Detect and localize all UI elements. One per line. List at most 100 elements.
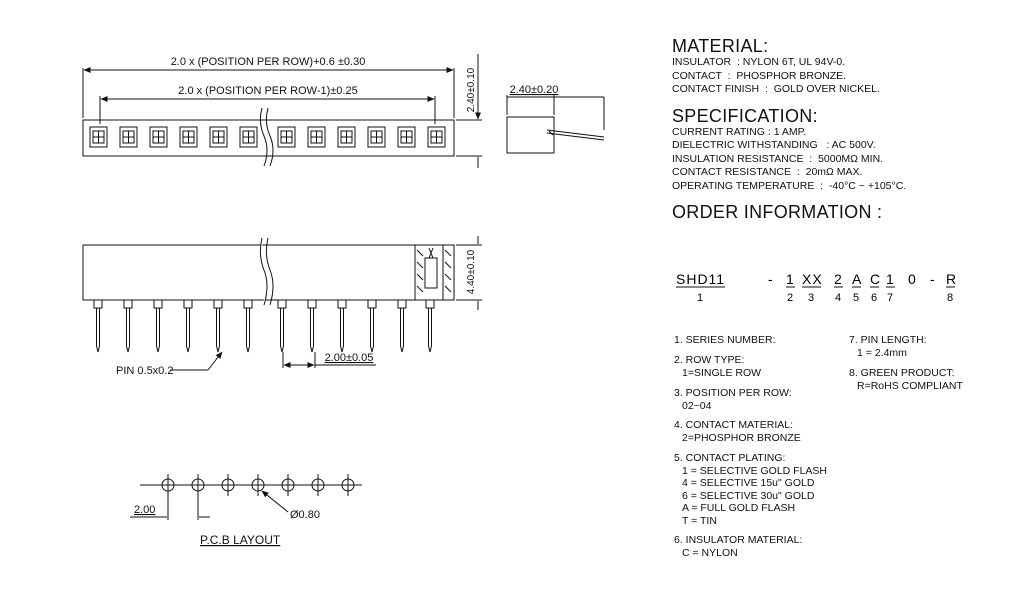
order-code-number: 5: [853, 292, 860, 304]
pin: [425, 299, 435, 353]
contact-cell: [367, 126, 386, 148]
order-item: 4. CONTACT MATERIAL:2=PHOSPHOR BRONZE: [674, 419, 854, 445]
dim-side-width: 2.40±0.20: [510, 84, 559, 96]
dim-pin-size: PIN 0.5x0.2: [116, 365, 173, 377]
order-item: 5. CONTACT PLATING:1 = SELECTIVE GOLD FL…: [674, 452, 854, 528]
order-code-segment: -: [930, 271, 936, 287]
material-title: MATERIAL:: [672, 36, 769, 56]
order-item-option: 6 = SELECTIVE 30u" GOLD: [682, 489, 815, 502]
order-item-title: 6. INSULATOR MATERIAL:: [674, 534, 803, 546]
order-item-title: 1. SERIES NUMBER:: [674, 334, 776, 346]
order-item: 2. ROW TYPE:1=SINGLE ROW: [674, 354, 854, 380]
order-code-segment: -: [768, 271, 774, 287]
contact-cell: [149, 126, 168, 148]
spec-line: INSULATOR : NYLON 6T, UL 94V-0.: [672, 56, 846, 68]
order-code-number: 3: [808, 292, 815, 304]
order-code-number: 7: [887, 292, 894, 304]
pin: [277, 299, 287, 353]
order-code-number: 4: [835, 292, 842, 304]
order-item-option: 1 = SELECTIVE GOLD FLASH: [682, 464, 828, 477]
contact-cell: [427, 126, 446, 148]
order-code-segment: C: [870, 271, 881, 287]
spec-line: CONTACT FINISH : GOLD OVER NICKEL.: [672, 83, 880, 95]
spec-line: CONTACT : PHOSPHOR BRONZE.: [672, 69, 847, 82]
dim-front-height: 4.40±0.10: [466, 249, 477, 294]
specification-section: SPECIFICATION: CURRENT RATING : 1 AMP.DI…: [672, 106, 1012, 194]
order-item: 3. POSITION PER ROW:02~04: [674, 387, 854, 413]
dim-top-height: 2.40±0.10: [466, 67, 477, 112]
order-code-segment: XX: [802, 271, 823, 287]
contact-cell: [119, 126, 138, 148]
top-view-contacts: [89, 126, 446, 148]
contact-cell: [239, 126, 258, 148]
spec-line: CONTACT RESISTANCE : 20mΩ MAX.: [672, 166, 863, 178]
order-items-left: 1. SERIES NUMBER: 2. ROW TYPE:1=SINGLE RO…: [674, 334, 854, 567]
pin: [93, 299, 103, 353]
order-item-option: 2=PHOSPHOR BRONZE: [682, 432, 801, 444]
order-item-title: 3. POSITION PER ROW:: [674, 386, 792, 399]
pin: [213, 299, 223, 353]
order-item: 6. INSULATOR MATERIAL:C = NYLON: [674, 534, 854, 560]
pin: [337, 299, 347, 353]
pin: [307, 299, 317, 353]
pin: [123, 299, 133, 353]
order-code-segment: 2: [834, 271, 843, 287]
order-code-segment: R: [946, 271, 957, 287]
order-item-option: 4 = SELECTIVE 15u" GOLD: [682, 477, 815, 489]
front-view-body: [82, 244, 455, 301]
contact-cell: [179, 126, 198, 148]
pin: [183, 299, 193, 353]
order-code-segment: A: [852, 271, 862, 287]
top-view: [82, 54, 482, 168]
material-section: MATERIAL: INSULATOR : NYLON 6T, UL 94V-0…: [672, 36, 1012, 97]
order-code-segment: SHD11: [676, 271, 725, 287]
order-code-number: 2: [787, 292, 794, 304]
order-title: ORDER INFORMATION :: [672, 202, 883, 222]
order-item: 7. PIN LENGTH:1 = 2.4mm: [849, 334, 1016, 360]
order-item-option: R=RoHS COMPLIANT: [857, 379, 963, 392]
specification-title: SPECIFICATION:: [672, 105, 818, 126]
order-item-title: 2. ROW TYPE:: [674, 354, 745, 366]
spec-line: CURRENT RATING : 1 AMP.: [672, 125, 807, 138]
order-item-title: 7. PIN LENGTH:: [849, 334, 927, 346]
material-lines: INSULATOR : NYLON 6T, UL 94V-0.CONTACT :…: [672, 56, 1012, 97]
front-view: [82, 236, 482, 371]
spec-line: INSULATION RESISTANCE : 5000MΩ MIN.: [672, 152, 884, 165]
order-item-option: C = NYLON: [682, 547, 738, 559]
contact-cell: [209, 126, 228, 148]
order-item-title: 4. CONTACT MATERIAL:: [674, 419, 794, 431]
side-view: [506, 95, 605, 154]
order-code-segment: 1: [886, 271, 895, 287]
dim-pcb-pitch: 2.00: [134, 504, 155, 516]
dim-inner-length: 2.0 x (POSITION PER ROW-1)±0.25: [178, 85, 357, 97]
spec-panel: MATERIAL: INSULATOR : NYLON 6T, UL 94V-0…: [672, 36, 1012, 222]
order-code-number: 8: [947, 292, 954, 304]
order-item-option: 1 = 2.4mm: [857, 347, 907, 359]
order-item-option: A = FULL GOLD FLASH: [682, 502, 796, 514]
front-view-pins: [93, 299, 435, 353]
spec-line: OPERATING TEMPERATURE : -40°C ~ +105°C.: [672, 179, 907, 192]
spec-line: DIELECTRIC WITHSTANDING : AC 500V.: [672, 139, 876, 151]
pin: [367, 299, 377, 353]
contact-cell: [89, 126, 108, 148]
dim-pin-pitch: 2.00±0.05: [325, 352, 374, 364]
contact-cell: [307, 126, 326, 148]
order-code-number: 1: [697, 292, 704, 304]
dim-pcb-hole: Ø0.80: [290, 509, 320, 521]
order-code-segment: 0: [908, 271, 917, 287]
top-view-body: [82, 119, 455, 157]
order-code-segment: 1: [786, 271, 795, 287]
pcb-layout: [130, 474, 362, 520]
side-view-body: [506, 116, 555, 154]
pcb-layout-title: P.C.B LAYOUT: [200, 533, 281, 547]
pin: [243, 299, 253, 353]
contact-cell: [277, 126, 296, 148]
contact-cell: [397, 126, 416, 148]
order-item-option: T = TIN: [682, 514, 717, 527]
order-item-title: 5. CONTACT PLATING:: [674, 451, 786, 464]
dim-overall-length: 2.0 x (POSITION PER ROW)+0.6 ±0.30: [171, 56, 366, 68]
pin: [397, 299, 407, 353]
